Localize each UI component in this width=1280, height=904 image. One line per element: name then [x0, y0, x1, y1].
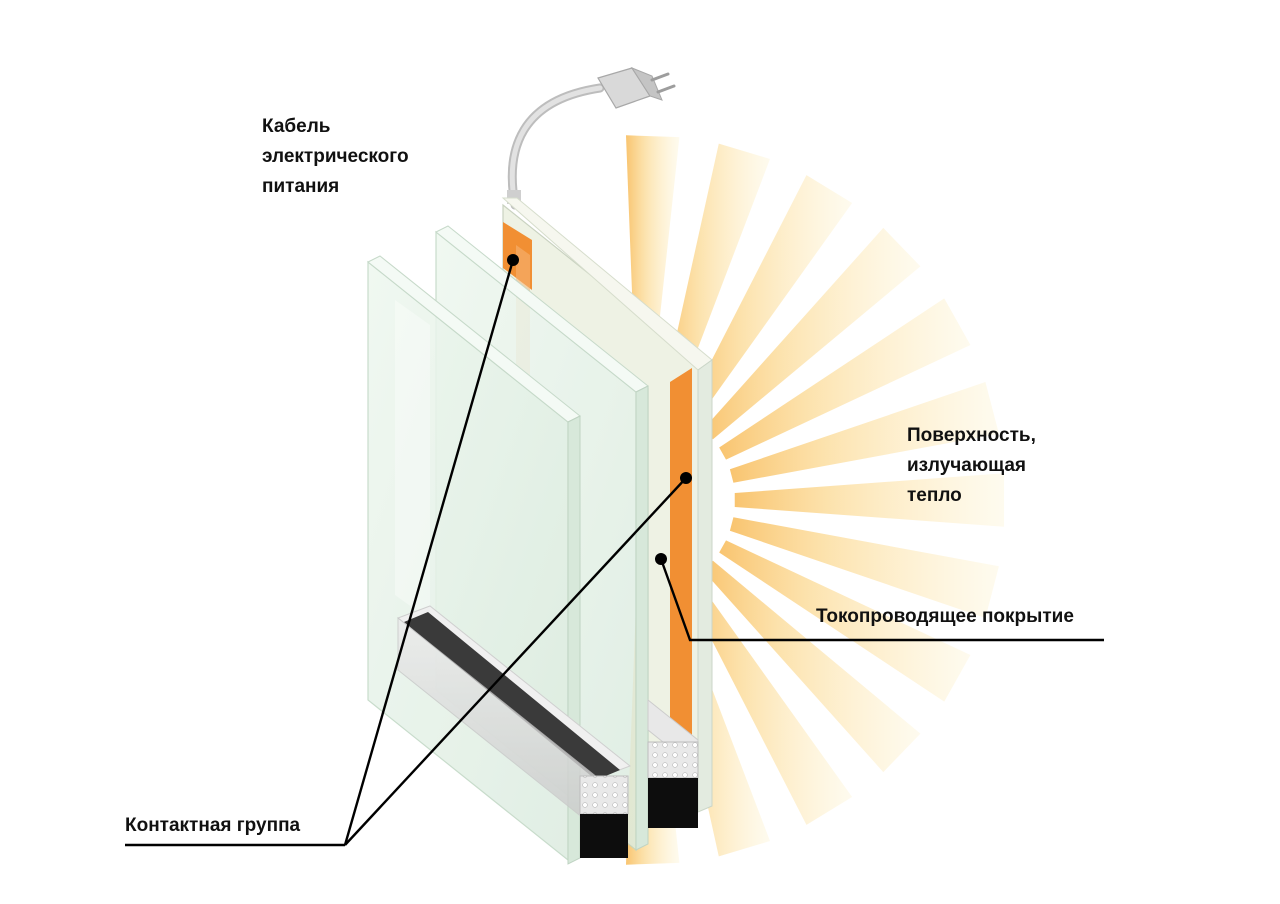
- label-heat-surface-line-3: тепло: [907, 485, 962, 506]
- label-power-cable-line-1: Кабель: [262, 116, 331, 137]
- label-contact-group-text: Контактная группа: [125, 815, 301, 836]
- label-conductive-coating-text: Токопроводящее покрытие: [816, 606, 1074, 627]
- leader-dots: [507, 254, 692, 565]
- label-heat-surface-line-1: Поверхность,: [907, 425, 1036, 446]
- label-power-cable: Кабель электрического питания: [262, 112, 409, 202]
- heat-ray: [719, 540, 971, 702]
- power-cable: [507, 83, 605, 210]
- heat-ray: [703, 227, 921, 440]
- label-heat-surface: Поверхность, излучающая тепло: [907, 421, 1036, 511]
- leader-lines: [125, 259, 1104, 847]
- power-plug-icon: [597, 66, 676, 109]
- heat-ray: [734, 473, 1005, 527]
- heat-ray: [683, 175, 853, 423]
- heat-ray: [729, 517, 999, 619]
- label-conductive-coating: Токопроводящее покрытие: [816, 602, 1074, 632]
- label-contact-group: Контактная группа: [125, 811, 300, 841]
- spacer-frame: [397, 605, 699, 858]
- heat-ray: [703, 560, 921, 773]
- label-heat-surface-line-2: излучающая: [907, 455, 1027, 476]
- label-power-cable-line-3: питания: [262, 176, 340, 197]
- heat-ray: [719, 298, 971, 460]
- heat-ray: [729, 381, 999, 483]
- label-power-cable-line-2: электрического: [262, 146, 409, 167]
